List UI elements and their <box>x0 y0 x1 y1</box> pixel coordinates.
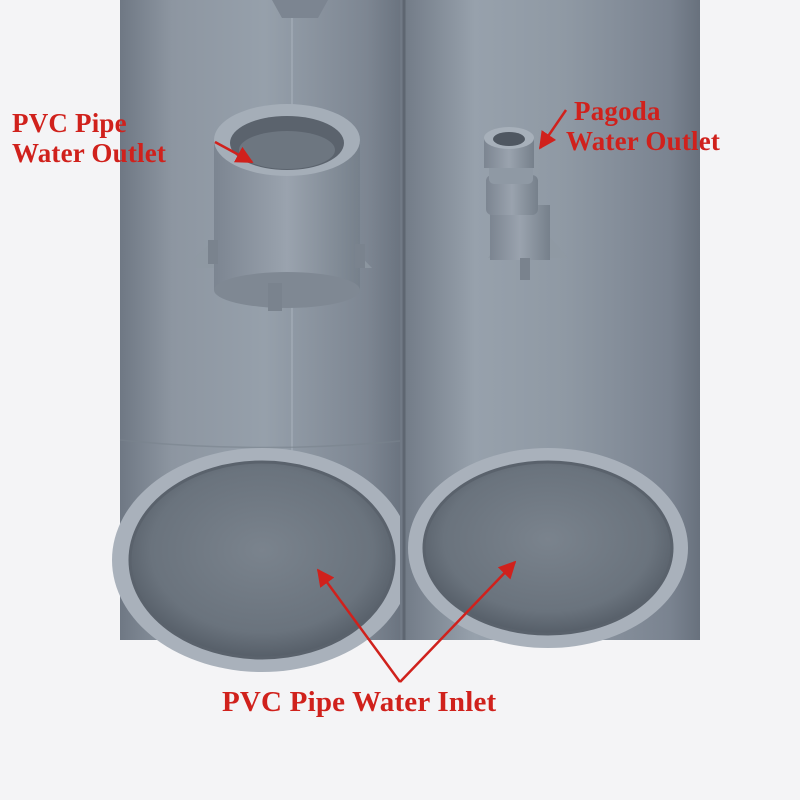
arrow-inlet-left <box>316 568 402 683</box>
pvc-outlet-label: PVC Pipe Water Outlet <box>12 108 166 168</box>
pvc-outlet-label-line1: PVC Pipe <box>12 108 127 138</box>
pagoda-outlet-label: Pagoda Water Outlet <box>566 96 720 156</box>
inlet-label: PVC Pipe Water Inlet <box>222 686 497 718</box>
arrow-pvc-outlet <box>214 140 254 164</box>
pagoda-outlet-fitting <box>484 127 568 280</box>
pvc-outlet-label-line2: Water Outlet <box>12 138 167 169</box>
left-pipe <box>112 0 412 672</box>
pagoda-outlet-label-line1: Pagoda <box>574 96 661 126</box>
arrow-inlet-right <box>399 560 517 683</box>
annotation-arrows <box>214 109 568 683</box>
top-fitting-stub <box>272 0 328 18</box>
pagoda-outlet-label-line2: Water Outlet <box>566 126 721 157</box>
arrow-pagoda-outlet <box>538 109 568 150</box>
right-pipe <box>400 0 700 648</box>
